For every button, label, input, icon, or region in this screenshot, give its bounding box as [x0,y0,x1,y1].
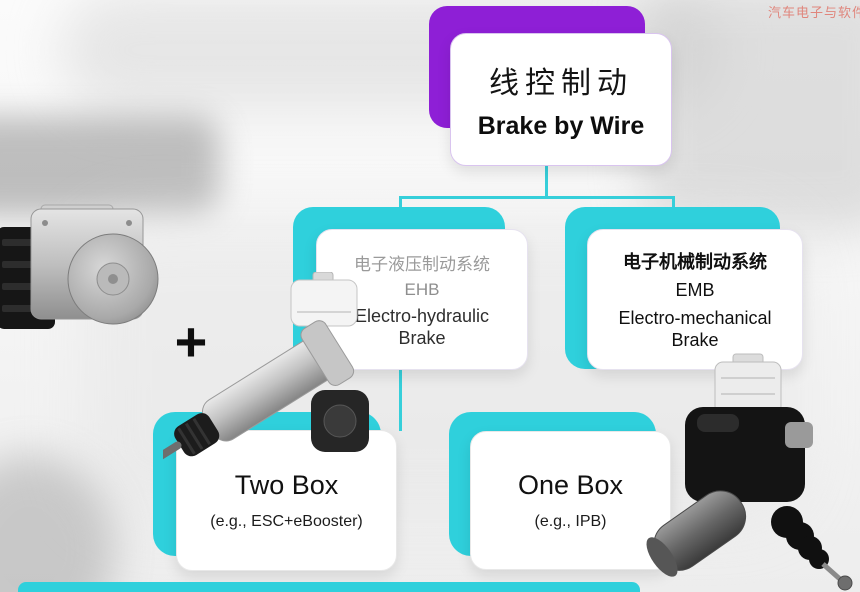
two-box-subtitle: (e.g., ESC+eBooster) [210,513,363,530]
emb-abbr: EMB [675,279,715,300]
ehb-abbr: EHB [404,279,440,299]
connector-ehb-to-leaves [399,369,402,431]
root-title-en: Brake by Wire [477,112,645,140]
root-card-brake-by-wire: 线控制动 Brake by Wire [450,33,672,166]
esc-abs-module-image [0,204,159,329]
emb-name-en: Electro-mechanical Brake [618,307,772,351]
root-title-zh: 线控制动 [489,67,633,100]
background-car-window [0,116,220,216]
one-box-subtitle: (e.g., IPB) [534,513,607,530]
bottom-accent-bar [18,582,640,592]
watermark-text: 汽车电子与软件 [767,5,860,20]
background-car-wheel [0,455,115,592]
emb-actuator-image [646,353,853,591]
one-box-title: One Box [517,470,624,500]
ebooster-image [163,272,369,462]
ehb-name-zh: 电子液压制动系统 [354,254,490,274]
connector-root-down [545,166,548,197]
connector-horizontal [399,196,675,199]
plus-sign: + [174,310,208,373]
emb-name-zh: 电子机械制动系统 [623,251,767,272]
emb-card: 电子机械制动系统 EMB Electro-mechanical Brake [587,229,803,370]
